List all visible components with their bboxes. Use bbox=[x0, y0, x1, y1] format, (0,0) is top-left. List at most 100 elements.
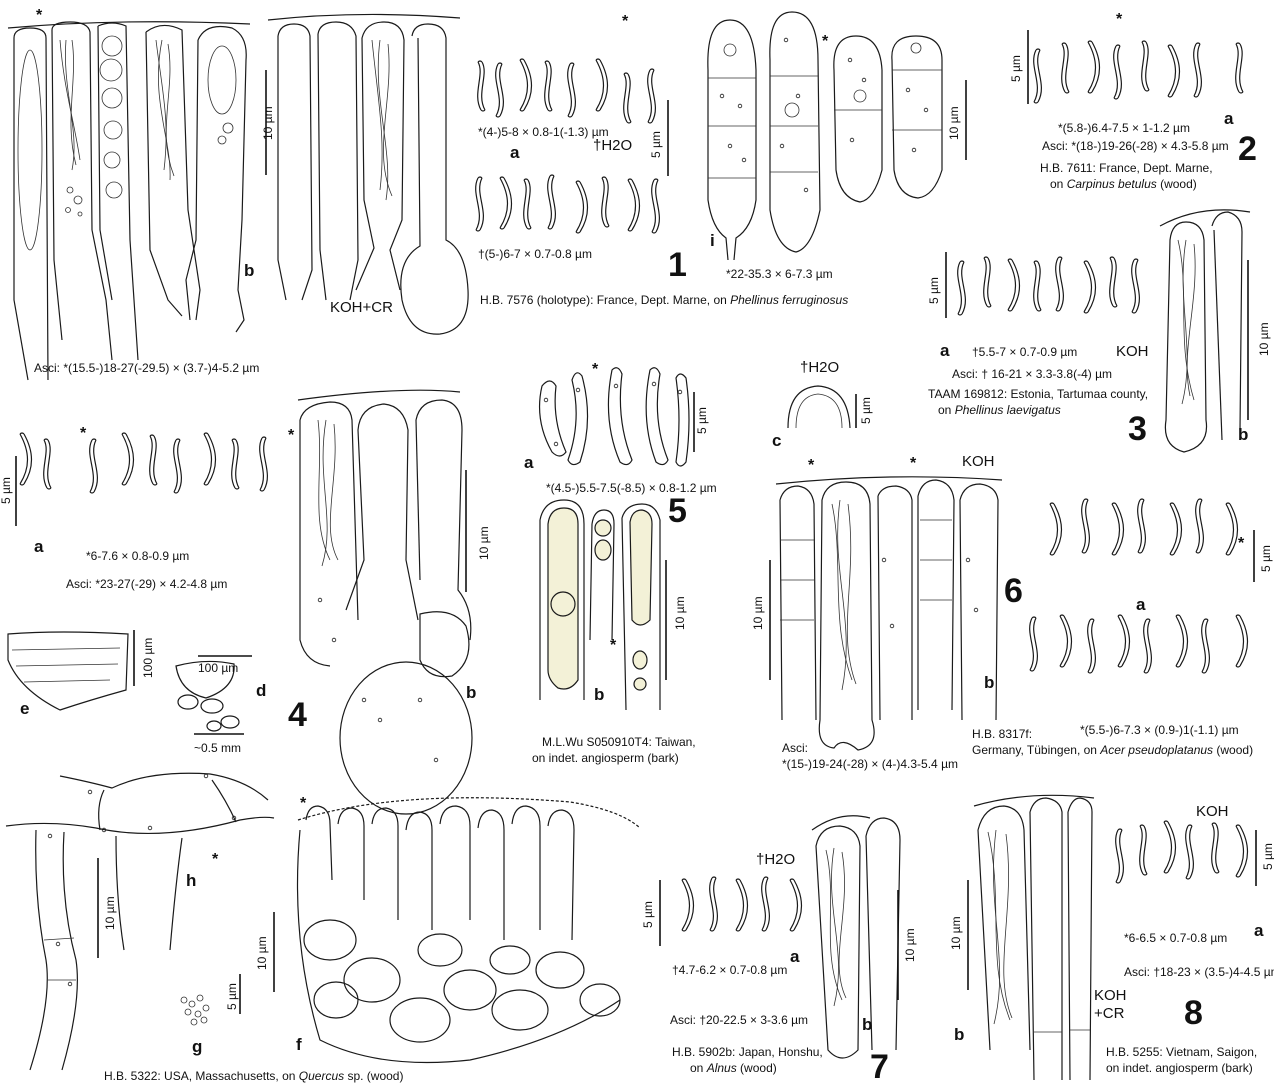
figure-3-collection-text: on bbox=[938, 403, 955, 417]
figure-1-scale-label-asci: 10 µm bbox=[261, 106, 275, 140]
figure-3-label-b: b bbox=[1238, 425, 1248, 444]
figure-7-reagent-water: †H2O bbox=[756, 851, 795, 868]
figure-1-label-b: b bbox=[244, 261, 254, 280]
figure-1-asci-drawing bbox=[7, 21, 251, 381]
figure-1-collection-text: H.B. 7576 (holotype): France, Dept. Marn… bbox=[480, 293, 730, 307]
figure-7-collection-line1: H.B. 5902b: Japan, Honshu, bbox=[672, 1045, 823, 1059]
figure-6-collection-suffix: (wood) bbox=[1213, 743, 1253, 757]
figure-7-scale-label-asci: 10 µm bbox=[903, 928, 917, 962]
star-marker: * bbox=[212, 851, 219, 868]
figure-4-ascomata-drawing bbox=[7, 631, 240, 732]
figure-7-label-b: b bbox=[862, 1015, 872, 1034]
figure-4-label-b: b bbox=[466, 683, 476, 702]
figure-3-scale-label-asci: 10 µm bbox=[1257, 322, 1271, 356]
figure-7-spores-caption: †4.7-6.2 × 0.7-0.8 µm bbox=[672, 963, 787, 977]
figure-7-spores-drawing bbox=[681, 876, 803, 932]
figure-8-scale-label-asci: 10 µm bbox=[949, 916, 963, 950]
figure-6-reagent-koh: KOH bbox=[962, 453, 995, 470]
figure-5-collection-line1: M.L.Wu S050910T4: Taiwan, bbox=[542, 735, 696, 749]
figure-6-collection-line1: H.B. 8317f: bbox=[972, 727, 1032, 741]
figure-6-asci-drawing bbox=[775, 476, 1003, 751]
figure-4-scale-label-h: 10 µm bbox=[103, 896, 117, 930]
figure-6-collection-line2: Germany, Tübingen, on Acer pseudoplatanu… bbox=[972, 743, 1253, 757]
figure-4-scale-label-f: 10 µm bbox=[255, 936, 269, 970]
figure-6-spores-drawing bbox=[1029, 498, 1249, 674]
figure-1-scale-label-asci-i: 10 µm bbox=[947, 106, 961, 140]
figure-5-scale-label-spores: 5 µm bbox=[695, 407, 709, 434]
figure-4-label-f: f bbox=[296, 1035, 302, 1054]
figure-5-number: 5 bbox=[668, 492, 687, 530]
figure-4-collection-host: Quercus bbox=[299, 1069, 344, 1083]
figure-8-reagent-koh-cr: KOH bbox=[1094, 987, 1127, 1004]
figure-4-scale-label-g: 5 µm bbox=[225, 983, 239, 1010]
figure-4-asci-caption: Asci: *23-27(-29) × 4.2-4.8 µm bbox=[66, 577, 227, 591]
figure-5-label-a: a bbox=[524, 453, 534, 472]
figure-8-reagent-cr: +CR bbox=[1094, 1005, 1125, 1022]
figure-3-spores-drawing bbox=[957, 256, 1141, 316]
figure-5-asci-drawing bbox=[539, 499, 661, 711]
figure-2-collection-host: Carpinus betulus bbox=[1067, 177, 1157, 191]
figure-6-spores-caption: *(5.5-)6-7.3 × (0.9-)1(-1.1) µm bbox=[1080, 723, 1239, 737]
figure-2-collection-line2: on Carpinus betulus (wood) bbox=[1050, 177, 1197, 191]
figure-8: 10 µm 5 µm KOH KOH +CR a b *6-6.5 × 0.7-… bbox=[949, 794, 1274, 1081]
figure-3-number: 3 bbox=[1128, 410, 1147, 448]
star-marker: * bbox=[1116, 11, 1123, 28]
figure-7-collection-suffix: (wood) bbox=[737, 1061, 777, 1075]
figure-5-label-b: b bbox=[594, 685, 604, 704]
figure-6-number: 6 bbox=[1004, 572, 1023, 610]
figure-7-scale-label-spores: 5 µm bbox=[641, 901, 655, 928]
figure-4-collection-caption: H.B. 5322: USA, Massachusetts, on Quercu… bbox=[104, 1069, 403, 1083]
figure-1-asci-i-caption: *22-35.3 × 6-7.3 µm bbox=[726, 267, 833, 281]
figure-8-collection-line2: on indet. angiosperm (bark) bbox=[1106, 1061, 1253, 1075]
figure-4-scale-label-d: 100 µm bbox=[198, 661, 238, 675]
figure-6-collection-host: Acer pseudoplatanus bbox=[1099, 743, 1213, 757]
figure-5-ascus-apex-drawing bbox=[787, 385, 851, 429]
figure-1-asci-koh-drawing bbox=[267, 13, 469, 335]
figure-6-label-a: a bbox=[1136, 595, 1146, 614]
figure-4-collection-suffix: sp. (wood) bbox=[344, 1069, 403, 1083]
figure-3-asci-drawing bbox=[1159, 209, 1251, 453]
figure-3-collection-line1: TAAM 169812: Estonia, Tartumaa county, bbox=[928, 387, 1148, 401]
figure-6: 10 µm 5 µm KOH 6 a b Asci: *(15-)19-24(-… bbox=[751, 453, 1273, 771]
figure-5-collection-line2: on indet. angiosperm (bark) bbox=[532, 751, 679, 765]
figure-1-asci-i-drawing bbox=[707, 11, 943, 261]
figure-7-collection-host: Alnus bbox=[706, 1061, 737, 1075]
figure-2-label-a: a bbox=[1224, 109, 1234, 128]
figure-7-number: 7 bbox=[870, 1048, 889, 1086]
figure-7-label-a: a bbox=[790, 947, 800, 966]
figure-6-scale-label-asci: 10 µm bbox=[751, 596, 765, 630]
figure-7-asci-drawing bbox=[811, 815, 901, 1059]
star-marker: * bbox=[592, 361, 599, 378]
figure-5: 5 µm 10 µm 5 µm a b c †H2O *(4.5-)5.5-7.… bbox=[524, 359, 873, 765]
figure-4: 5 µm 10 µm 100 µm 100 µm ~0.5 mm a b d e… bbox=[0, 389, 491, 815]
figure-4-collection-text: H.B. 5322: USA, Massachusetts, on bbox=[104, 1069, 299, 1083]
star-marker: * bbox=[1238, 535, 1245, 552]
figure-5-reagent-water: †H2O bbox=[800, 359, 839, 376]
figure-8-label-a: a bbox=[1254, 921, 1264, 940]
figure-1-collection-host: Phellinus ferruginosus bbox=[730, 293, 848, 307]
star-marker: * bbox=[300, 795, 307, 812]
star-marker: * bbox=[80, 425, 87, 442]
figure-3-collection-host: Phellinus laevigatus bbox=[955, 403, 1061, 417]
figure-2-spores-drawing bbox=[1033, 40, 1244, 104]
figure-3-reagent-koh: KOH bbox=[1116, 343, 1149, 360]
star-marker: * bbox=[36, 7, 43, 24]
figure-7-collection-text: on bbox=[690, 1061, 707, 1075]
figure-5-spores-drawing bbox=[538, 367, 690, 467]
figure-5-label-c: c bbox=[772, 431, 781, 450]
figure-1-number: 1 bbox=[668, 246, 687, 284]
star-marker: * bbox=[610, 637, 617, 654]
figure-4-label-e: e bbox=[20, 699, 29, 718]
figure-2: 5 µm * a 2 *(5.8-)6.4-7.5 × 1-1.2 µm Asc… bbox=[1009, 11, 1257, 191]
figure-6-collection-text: Germany, Tübingen, on bbox=[972, 743, 1100, 757]
figure-1-label-i: i bbox=[710, 231, 715, 250]
figure-4-scale-label-asci: 10 µm bbox=[477, 526, 491, 560]
figure-4-label-g: g bbox=[192, 1037, 202, 1056]
figure-6-asci-caption-line1: Asci: bbox=[782, 741, 808, 755]
star-marker: * bbox=[822, 33, 829, 50]
figure-4-label-d: d bbox=[256, 681, 266, 700]
figure-8-collection-line1: H.B. 5255: Vietnam, Saigon, bbox=[1106, 1045, 1257, 1059]
figure-4-label-h: h bbox=[186, 871, 196, 890]
star-marker: * bbox=[910, 455, 917, 472]
figure-2-scale-label: 5 µm bbox=[1009, 55, 1023, 82]
